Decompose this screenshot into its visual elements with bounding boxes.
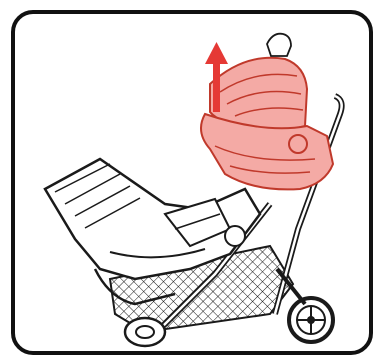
infant-car-seat — [201, 48, 333, 189]
stroller-illustration — [15, 14, 369, 351]
instruction-panel — [11, 10, 373, 355]
rear-wheel — [289, 298, 333, 342]
front-wheel — [125, 318, 165, 346]
hand — [267, 34, 291, 56]
